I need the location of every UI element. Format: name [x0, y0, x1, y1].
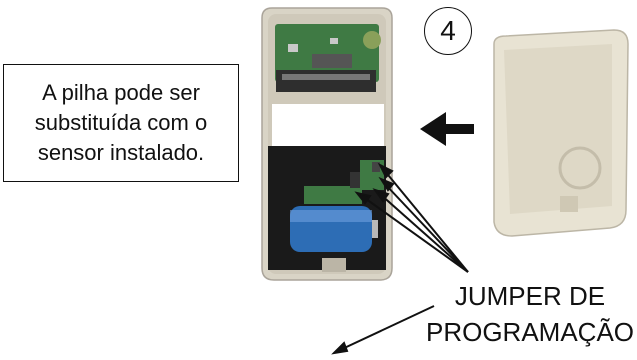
left-arrow-icon	[420, 112, 474, 146]
note-line-2: substituída com o	[34, 110, 208, 135]
note-line-3: sensor instalado.	[37, 140, 205, 165]
jumper-label: JUMPER DE PROGRAMAÇÃO	[424, 278, 636, 350]
battery	[290, 206, 378, 252]
jumper-label-line-1: JUMPER DE	[454, 281, 606, 311]
note-line-1: A pilha pode ser	[42, 80, 200, 105]
note-box: A pilha pode ser substituída com o senso…	[3, 64, 239, 182]
jumper-leader-lines	[331, 162, 469, 355]
top-circuit-board	[275, 24, 381, 92]
step-number-badge: 4	[424, 7, 472, 55]
sensor-cover	[493, 29, 629, 237]
bottom-clip	[322, 258, 346, 272]
label-area	[272, 104, 384, 146]
jumper-label-line-2: PROGRAMAÇÃO	[425, 317, 635, 347]
